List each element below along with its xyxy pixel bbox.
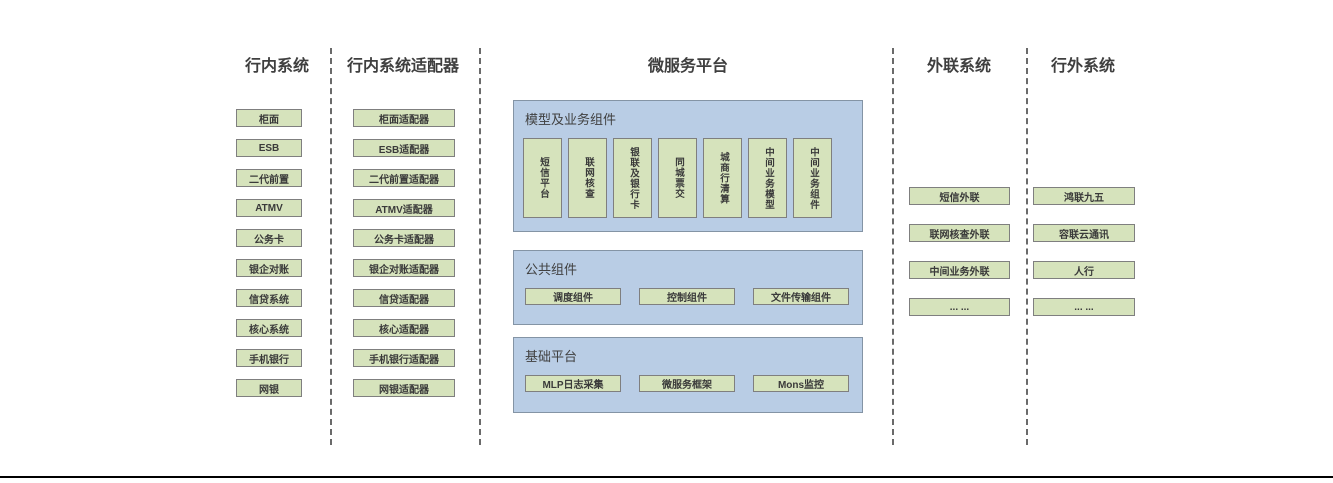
adapter-box: 手机银行适配器 bbox=[353, 349, 455, 367]
system-box: 柜面 bbox=[236, 109, 302, 127]
external-box-ellipsis: ... ... bbox=[1033, 298, 1135, 316]
component-box: 同城票交 bbox=[658, 138, 697, 218]
adapter-box: 二代前置适配器 bbox=[353, 169, 455, 187]
component-box: 短信平台 bbox=[523, 138, 562, 218]
component-box: MLP日志采集 bbox=[525, 375, 621, 392]
system-box: 手机银行 bbox=[236, 349, 302, 367]
column-internal-systems: 柜面 ESB 二代前置 ATMV 公务卡 银企对账 信贷系统 核心系统 手机银行… bbox=[236, 109, 302, 397]
system-box: 信贷系统 bbox=[236, 289, 302, 307]
external-box: 人行 bbox=[1033, 261, 1135, 279]
column-divider-3 bbox=[892, 48, 894, 445]
component-box: 城商行清算 bbox=[703, 138, 742, 218]
outreach-box: 联网核查外联 bbox=[909, 224, 1010, 242]
adapter-box: 信贷适配器 bbox=[353, 289, 455, 307]
external-box: 容联云通讯 bbox=[1033, 224, 1135, 242]
system-box: ESB bbox=[236, 139, 302, 157]
column-external-systems: 鸿联九五 容联云通讯 人行 ... ... bbox=[1033, 187, 1135, 316]
component-box: 调度组件 bbox=[525, 288, 621, 305]
outreach-box: 中间业务外联 bbox=[909, 261, 1010, 279]
component-box: 联网核查 bbox=[568, 138, 607, 218]
system-box: 公务卡 bbox=[236, 229, 302, 247]
column-internal-adapters: 柜面适配器 ESB适配器 二代前置适配器 ATMV适配器 公务卡适配器 银企对账… bbox=[353, 109, 455, 397]
component-box: 中间业务组件 bbox=[793, 138, 832, 218]
adapter-box: ESB适配器 bbox=[353, 139, 455, 157]
system-box: 银企对账 bbox=[236, 259, 302, 277]
component-box: Mons监控 bbox=[753, 375, 849, 392]
adapter-box: 网银适配器 bbox=[353, 379, 455, 397]
component-box: 文件传输组件 bbox=[753, 288, 849, 305]
adapter-box: 银企对账适配器 bbox=[353, 259, 455, 277]
column-outreach-systems: 短信外联 联网核查外联 中间业务外联 ... ... bbox=[909, 187, 1010, 316]
header-external-systems: 行外系统 bbox=[1050, 58, 1116, 75]
model-component-row: 短信平台 联网核查 银联及银行卡 同城票交 城商行清算 中间业务模型 中间业务组… bbox=[523, 138, 832, 218]
column-divider-1 bbox=[330, 48, 332, 445]
page-bottom-rule bbox=[0, 476, 1333, 478]
panel-common-components: 公共组件 调度组件 控制组件 文件传输组件 bbox=[513, 250, 863, 325]
panel-model-business-components: 模型及业务组件 短信平台 联网核查 银联及银行卡 同城票交 城商行清算 中间业务… bbox=[513, 100, 863, 232]
system-box: ATMV bbox=[236, 199, 302, 217]
adapter-box: ATMV适配器 bbox=[353, 199, 455, 217]
panel-label: 模型及业务组件 bbox=[525, 112, 617, 127]
component-box: 中间业务模型 bbox=[748, 138, 787, 218]
header-microservice-platform: 微服务平台 bbox=[647, 58, 729, 75]
adapter-box: 公务卡适配器 bbox=[353, 229, 455, 247]
adapter-box: 柜面适配器 bbox=[353, 109, 455, 127]
header-outreach-systems: 外联系统 bbox=[926, 58, 992, 75]
column-divider-4 bbox=[1026, 48, 1028, 445]
system-box: 二代前置 bbox=[236, 169, 302, 187]
column-divider-2 bbox=[479, 48, 481, 445]
common-component-row: 调度组件 控制组件 文件传输组件 bbox=[525, 288, 849, 305]
system-box: 网银 bbox=[236, 379, 302, 397]
system-box: 核心系统 bbox=[236, 319, 302, 337]
panel-label: 公共组件 bbox=[525, 262, 578, 277]
adapter-box: 核心适配器 bbox=[353, 319, 455, 337]
panel-base-platform: 基础平台 MLP日志采集 微服务框架 Mons监控 bbox=[513, 337, 863, 413]
header-internal-systems: 行内系统 bbox=[244, 58, 310, 75]
header-internal-adapters: 行内系统适配器 bbox=[346, 58, 460, 75]
component-box: 控制组件 bbox=[639, 288, 735, 305]
panel-label: 基础平台 bbox=[525, 349, 578, 364]
outreach-box-ellipsis: ... ... bbox=[909, 298, 1010, 316]
external-box: 鸿联九五 bbox=[1033, 187, 1135, 205]
component-box: 微服务框架 bbox=[639, 375, 735, 392]
outreach-box: 短信外联 bbox=[909, 187, 1010, 205]
base-component-row: MLP日志采集 微服务框架 Mons监控 bbox=[525, 375, 849, 392]
component-box: 银联及银行卡 bbox=[613, 138, 652, 218]
